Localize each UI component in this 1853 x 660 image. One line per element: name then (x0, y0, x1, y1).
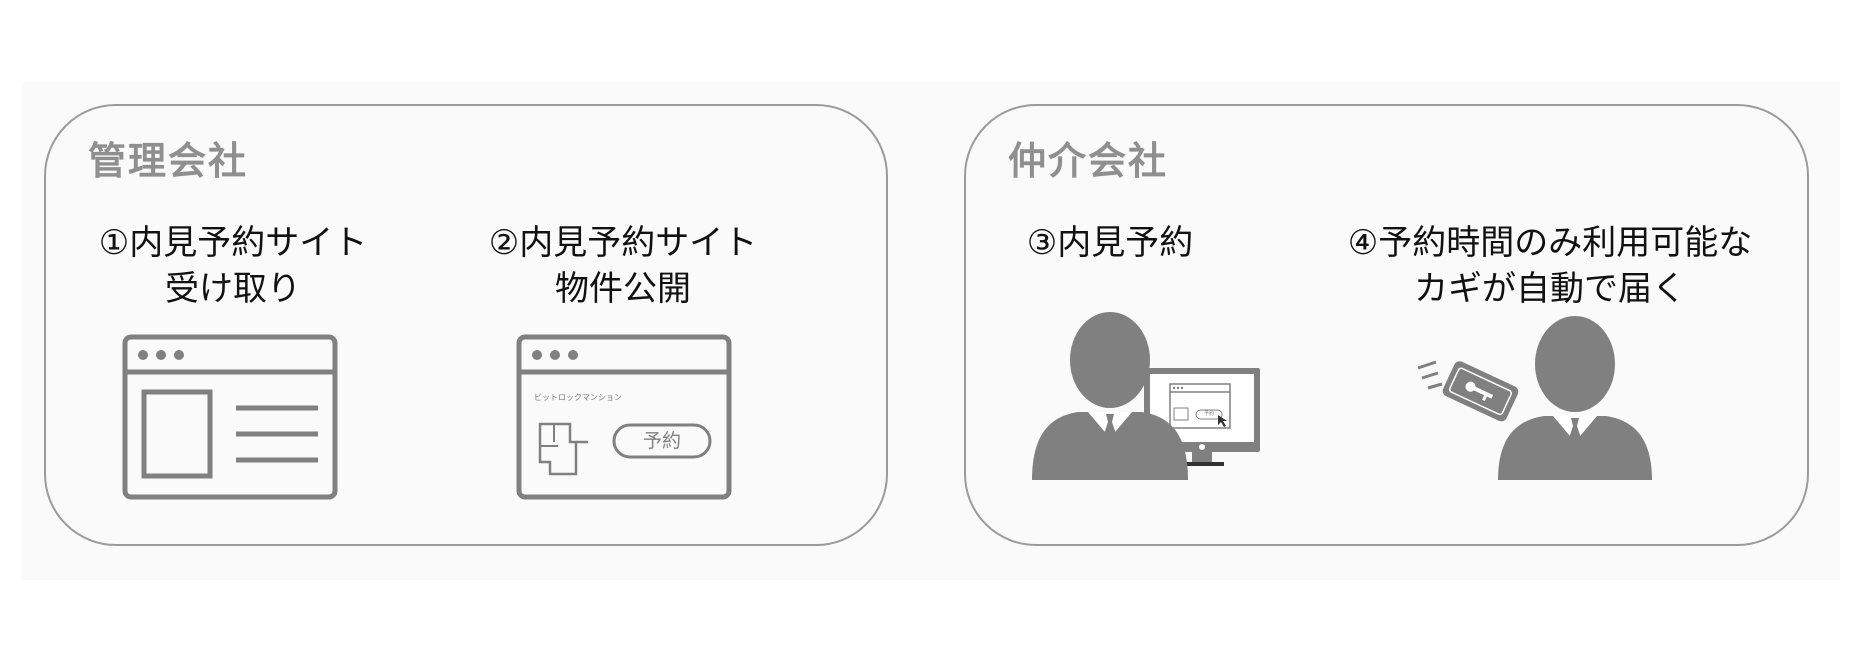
screen-reserve-button: 予約 (1203, 411, 1214, 417)
step1-label: ①内見予約サイト 受け取り (88, 220, 378, 312)
step2-line1: ②内見予約サイト (488, 223, 758, 263)
person-computer-icon: 予約 (1032, 312, 1262, 482)
step1-line1: ①内見予約サイト (98, 223, 368, 263)
property-name-text: ビットロックマンション (534, 393, 622, 402)
step4-label: ④予約時間のみ利用可能な カギが自動で届く (1330, 220, 1770, 312)
step2-line2: 物件公開 (555, 269, 691, 309)
key-card-icon (1417, 360, 1519, 422)
step4-line1: ④予約時間のみ利用可能な (1347, 223, 1753, 263)
person-icon (1498, 316, 1652, 480)
browser-document-icon (122, 334, 338, 500)
step2-label: ②内見予約サイト 物件公開 (478, 220, 768, 312)
browser-frame-icon (516, 334, 732, 500)
brokerage-panel-title: 仲介会社 (1008, 139, 1169, 183)
management-panel-title: 管理会社 (88, 139, 249, 183)
management-company-panel: 管理会社 (44, 104, 888, 546)
browser-listing-icon: ビットロックマンション 予約 (516, 334, 732, 500)
step3-label: ③内見予約 (1000, 220, 1220, 266)
step4-line2: カギが自動で届く (1414, 269, 1686, 309)
step1-line2: 受け取り (165, 269, 301, 309)
person-with-monitor-icon (1032, 312, 1260, 480)
reserve-button[interactable]: 予約 (642, 430, 681, 452)
step3-line1: ③内見予約 (1026, 223, 1194, 263)
